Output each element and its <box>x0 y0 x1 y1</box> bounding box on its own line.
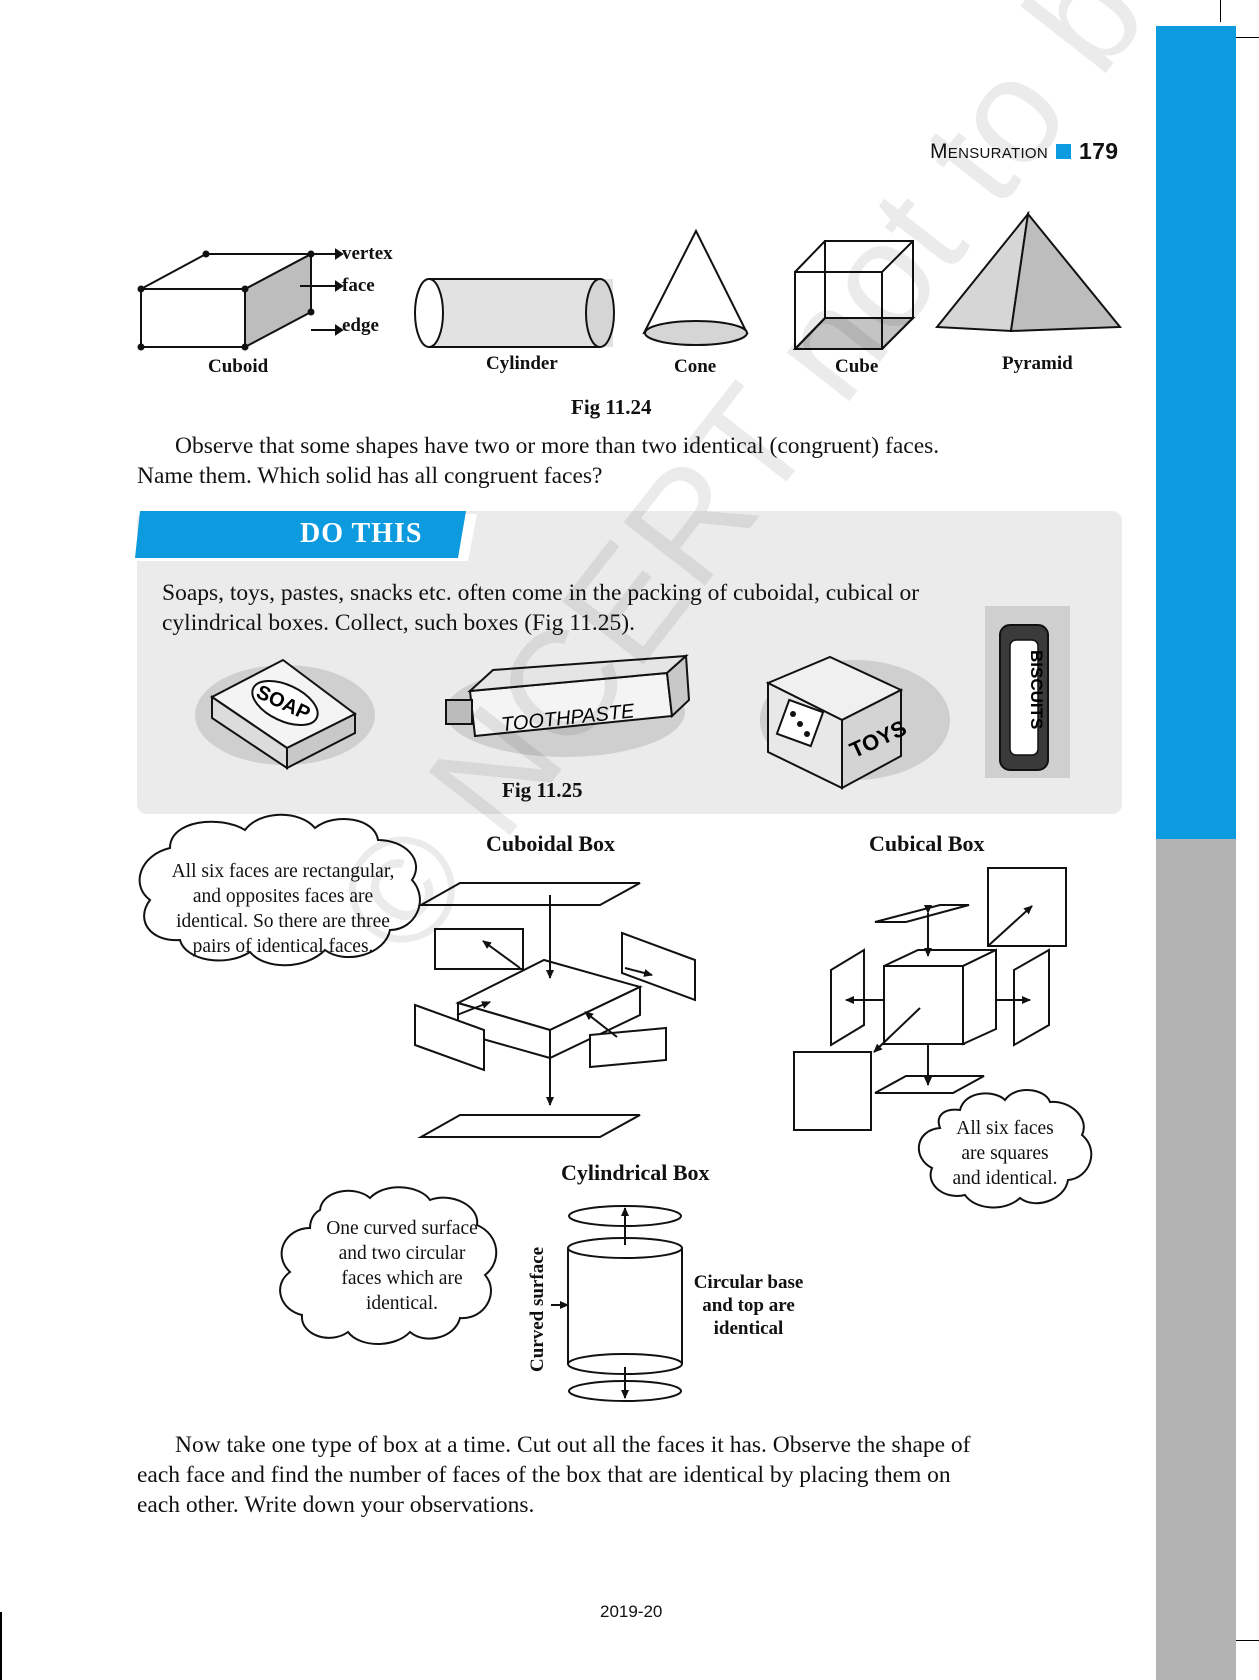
circular-note-line: Circular base <box>693 1272 804 1293</box>
edge-label: edge <box>342 315 379 336</box>
cone-label: Cone <box>674 356 717 377</box>
cylindrical-note-text: One curved surface and two circular face… <box>312 1216 492 1316</box>
face-label: face <box>342 275 375 296</box>
cubical-note-cloud <box>917 1089 1093 1209</box>
circular-note-line: and top are <box>702 1295 795 1316</box>
crop-mark <box>1220 0 1221 22</box>
fig-11-24-caption: Fig 11.24 <box>571 395 652 419</box>
intro-line-1: Observe that some shapes have two or mor… <box>175 433 940 459</box>
instructions-paragraph: Now take one type of box at a time. Cut … <box>137 1430 1137 1520</box>
sidebar-gray-band <box>1156 839 1236 1680</box>
do-this-title: DO THIS <box>300 518 423 549</box>
instructions-line-2: each face and find the number of faces o… <box>137 1462 951 1488</box>
sidebar-blue-band <box>1156 26 1236 839</box>
soap-box-illustration: SOAP <box>195 658 375 770</box>
cuboid-label: Cuboid <box>208 356 269 377</box>
square-bullet-icon <box>1056 144 1072 159</box>
cubical-note-line: are squares <box>961 1143 1049 1164</box>
biscuits-box-illustration: BISCUITS <box>985 606 1070 778</box>
cylinder-label: Cylinder <box>486 353 558 374</box>
cuboidal-note-cloud <box>138 813 421 967</box>
instructions-line-1: Now take one type of box at a time. Cut … <box>175 1432 971 1458</box>
cylindrical-note-line: One curved surface <box>326 1218 478 1239</box>
crop-mark <box>1236 37 1259 38</box>
footer-year: 2019-20 <box>600 1602 663 1621</box>
cuboidal-note-line: All six faces are rectangular, <box>171 861 395 882</box>
cuboidal-box-net <box>414 882 696 1138</box>
page-number: 179 <box>1079 138 1119 164</box>
cube-drawing <box>792 240 916 350</box>
toothpaste-box-illustration: TOOTHPASTE <box>445 653 691 757</box>
cuboidal-note-line: identical. So there are three <box>176 911 390 932</box>
cubical-note-text: All six faces are squares and identical. <box>945 1116 1065 1191</box>
do-this-line-1: Soaps, toys, pastes, snacks etc. often c… <box>162 580 920 606</box>
do-this-line-2: cylindrical boxes. Collect, such boxes (… <box>162 610 635 636</box>
toys-box-illustration: TOYS <box>760 655 950 790</box>
intro-line-2: Name them. Which solid has all congruent… <box>137 463 603 489</box>
cuboidal-note-line: and opposites faces are <box>192 886 374 907</box>
solids-figure <box>137 210 1123 351</box>
crop-mark <box>1236 1640 1259 1641</box>
running-header: Mensuration 179 <box>930 138 1118 165</box>
cylindrical-note-line: faces which are <box>341 1268 463 1289</box>
cylindrical-box-title: Cylindrical Box <box>561 1160 710 1185</box>
pyramid-drawing <box>934 210 1123 333</box>
do-this-tab <box>134 511 477 561</box>
cylindrical-note-cloud <box>279 1186 498 1345</box>
cuboid-drawing <box>137 248 344 351</box>
cylindrical-note-line: and two circular <box>338 1243 466 1264</box>
cylinder-drawing <box>414 278 615 348</box>
cube-label: Cube <box>835 356 879 377</box>
fig-11-25-caption: Fig 11.25 <box>502 778 583 802</box>
vertex-label: vertex <box>342 243 393 264</box>
cuboidal-box-title: Cuboidal Box <box>486 831 615 856</box>
cubical-note-line: and identical. <box>952 1168 1058 1189</box>
biscuits-pack-label: BISCUITS <box>1027 650 1046 729</box>
cylindrical-box-net <box>551 1205 683 1402</box>
do-this-text: Soaps, toys, pastes, snacks etc. often c… <box>162 578 1122 638</box>
intro-paragraph: Observe that some shapes have two or mor… <box>137 431 1137 491</box>
cone-drawing <box>642 228 749 346</box>
crop-mark <box>0 1612 2 1680</box>
curved-surface-label: Curved surface <box>527 1246 548 1372</box>
cubical-note-line: All six faces <box>956 1118 1054 1139</box>
cylindrical-note-line: identical. <box>365 1293 438 1314</box>
cubical-box-net <box>793 867 1067 1131</box>
chapter-title: Mensuration <box>930 139 1049 163</box>
packaging-illustrations: SOAP TOOTHPASTE TOYS BISCUITS <box>195 606 1070 790</box>
circular-note-line: identical <box>713 1318 784 1339</box>
instructions-line-3: each other. Write down your observations… <box>137 1492 535 1518</box>
cuboidal-note-text: All six faces are rectangular, and oppos… <box>152 859 414 959</box>
box-nets-diagram <box>138 813 1093 1402</box>
pyramid-label: Pyramid <box>1002 353 1073 374</box>
cubical-box-title: Cubical Box <box>869 831 985 856</box>
cuboidal-note-line: pairs of identical faces. <box>192 936 374 957</box>
circular-base-note: Circular base and top are identical <box>686 1271 811 1340</box>
